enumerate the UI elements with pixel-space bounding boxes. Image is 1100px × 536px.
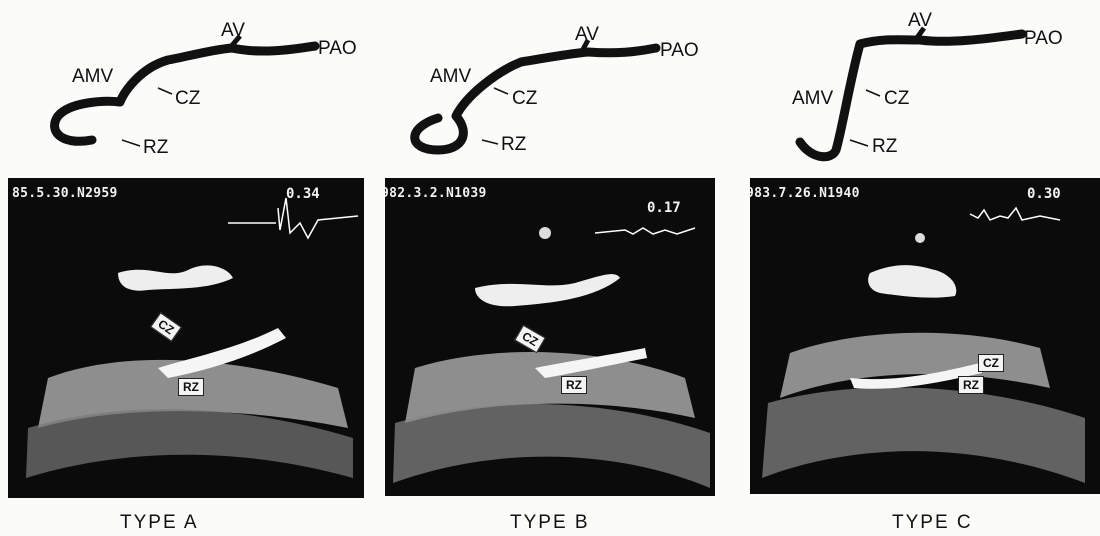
diagram-type-b: AV PAO AMV CZ RZ [366,0,732,170]
cz-arrow-a [158,88,172,94]
echo-image-a: 85.5.30.N2959 0.34 CZ RZ [8,178,364,498]
label-amv: AMV [72,66,114,87]
label-pao: PAO [1024,28,1063,49]
label-pao: PAO [318,38,357,59]
rz-arrow-b [482,140,498,144]
label-cz: CZ [175,88,201,109]
study-id: 982.3.2.N1039 [385,186,487,201]
ratio-value: 0.34 [286,186,320,202]
label-pao: PAO [660,40,699,61]
echo-texture-a [8,178,364,498]
rz-tag: RZ [561,376,587,394]
cz-arrow-b [494,88,508,94]
panel-type-a: AV PAO AMV CZ RZ 85.5.30.N2959 0.34 CZ R… [0,0,366,536]
panel-type-c: AV PAO AMV CZ RZ 983.7.26.N1940 0.30 CZ … [732,0,1100,536]
label-cz: CZ [884,88,910,109]
ratio-value: 0.17 [647,200,681,216]
type-caption: TYPE A [120,512,199,534]
ratio-value: 0.30 [1027,186,1061,202]
echo-image-b: 982.3.2.N1039 0.17 CZ RZ [385,178,715,496]
diagram-type-c: AV PAO AMV CZ RZ [732,0,1100,170]
echo-texture-b [385,178,715,496]
valve-outline-c [800,34,1022,157]
cz-tag: CZ [978,354,1004,372]
rz-tag: RZ [178,378,204,396]
echo-texture-c [750,178,1100,494]
study-id: 983.7.26.N1940 [750,186,860,201]
label-av: AV [575,24,599,45]
label-amv: AMV [792,88,834,109]
rz-tag: RZ [958,376,984,394]
label-rz: RZ [501,134,527,155]
echo-image-c: 983.7.26.N1940 0.30 CZ RZ [750,178,1100,494]
diagram-type-a: AV PAO AMV CZ RZ [0,0,366,170]
type-caption: TYPE B [510,512,590,534]
rz-arrow-c [850,140,868,146]
panel-type-b: AV PAO AMV CZ RZ 982.3.2.N1039 0.17 CZ R… [366,0,732,536]
label-amv: AMV [430,66,472,87]
label-rz: RZ [872,136,898,157]
type-caption: TYPE C [892,512,973,534]
label-rz: RZ [143,137,169,158]
cz-arrow-c [866,90,880,96]
rz-arrow-a [122,140,140,146]
label-cz: CZ [512,88,538,109]
label-av: AV [908,10,932,31]
study-id: 85.5.30.N2959 [12,186,118,201]
label-av: AV [221,20,245,41]
